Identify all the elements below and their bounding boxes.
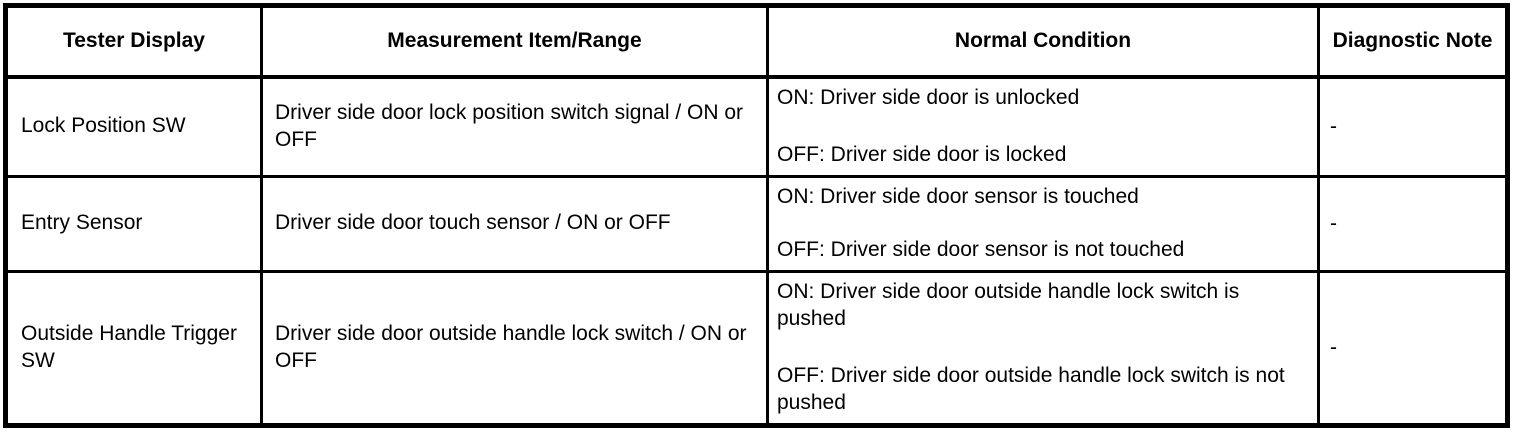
- cell-diagnostic-note: -: [1318, 76, 1508, 178]
- diagnostic-note-dash: -: [1330, 115, 1337, 139]
- condition-on-text: ON: Driver side door outside handle lock…: [777, 280, 1240, 331]
- condition-on-text: ON: Driver side door sensor is touched: [777, 184, 1139, 208]
- diagnostic-note-dash: -: [1330, 212, 1337, 236]
- cell-tester-display: Outside Handle Trigger SW: [5, 271, 263, 426]
- cell-measurement-item: Driver side door touch sensor / ON or OF…: [261, 176, 769, 273]
- cell-normal-condition: ON: Driver side door sensor is touched O…: [767, 176, 1320, 273]
- table-row: Entry Sensor Driver side door touch sens…: [5, 176, 1508, 273]
- cell-tester-display: Entry Sensor: [5, 176, 263, 273]
- cell-diagnostic-note: -: [1318, 176, 1508, 273]
- table-body: Lock Position SW Driver side door lock p…: [5, 76, 1508, 426]
- table-row: Outside Handle Trigger SW Driver side do…: [5, 271, 1508, 426]
- diagnostic-note-dash: -: [1330, 336, 1337, 360]
- header-diagnostic-note: Diagnostic Note: [1318, 5, 1508, 79]
- normal-condition-block: ON: Driver side door outside handle lock…: [777, 279, 1313, 417]
- cell-tester-display: Lock Position SW: [5, 76, 263, 178]
- normal-condition-block: ON: Driver side door is unlocked OFF: Dr…: [777, 85, 1313, 169]
- header-normal-condition: Normal Condition: [767, 5, 1320, 79]
- header-tester-display: Tester Display: [5, 5, 263, 79]
- condition-off-text: OFF: Driver side door outside handle loc…: [777, 363, 1285, 414]
- table-row: Lock Position SW Driver side door lock p…: [5, 76, 1508, 178]
- cell-normal-condition: ON: Driver side door outside handle lock…: [767, 271, 1320, 426]
- cell-measurement-item: Driver side door lock position switch si…: [261, 76, 769, 178]
- condition-on-text: ON: Driver side door is unlocked: [777, 85, 1080, 109]
- header-measurement-item-range: Measurement Item/Range: [261, 5, 769, 79]
- cell-normal-condition: ON: Driver side door is unlocked OFF: Dr…: [767, 76, 1320, 178]
- data-table-container: Tester Display Measurement Item/Range No…: [3, 3, 1510, 428]
- condition-off-text: OFF: Driver side door sensor is not touc…: [777, 237, 1185, 261]
- cell-diagnostic-note: -: [1319, 271, 1508, 425]
- normal-condition-block: ON: Driver side door sensor is touched O…: [777, 184, 1313, 264]
- cell-measurement-item: Driver side door outside handle lock swi…: [261, 271, 769, 426]
- condition-off-text: OFF: Driver side door is locked: [777, 142, 1067, 166]
- table-header-row: Tester Display Measurement Item/Range No…: [5, 5, 1508, 79]
- table-header: Tester Display Measurement Item/Range No…: [5, 5, 1508, 79]
- tester-display-data-table: Tester Display Measurement Item/Range No…: [3, 3, 1510, 428]
